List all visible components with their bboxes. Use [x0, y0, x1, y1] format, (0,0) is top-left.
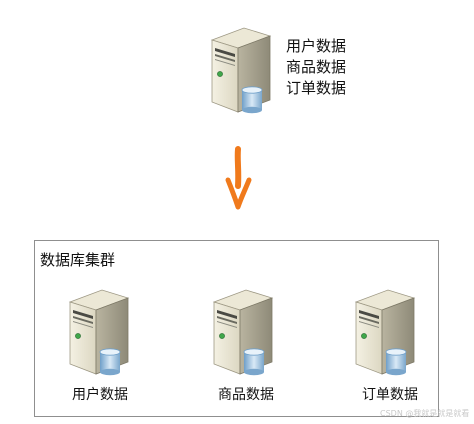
source-label-products: 商品数据: [286, 58, 347, 76]
arrow-down-icon: [220, 146, 256, 212]
cluster-node-label-products: 商品数据: [218, 387, 274, 403]
source-server-icon: [206, 26, 278, 116]
cluster-frame: [34, 240, 439, 417]
source-server-labels: 用户数据 商品数据 订单数据: [286, 36, 346, 99]
source-label-orders: 订单数据: [286, 79, 347, 97]
cluster-title: 数据库集群: [40, 251, 116, 269]
cluster-node-products-icon: [208, 288, 280, 378]
cluster-node-label-orders: 订单数据: [362, 387, 418, 403]
cluster-node-orders-icon: [350, 288, 422, 378]
watermark: CSDN @我就是就是就看: [380, 409, 470, 418]
source-label-users: 用户数据: [286, 37, 347, 55]
cluster-node-label-users: 用户数据: [72, 387, 128, 403]
cluster-node-users-icon: [64, 288, 136, 378]
